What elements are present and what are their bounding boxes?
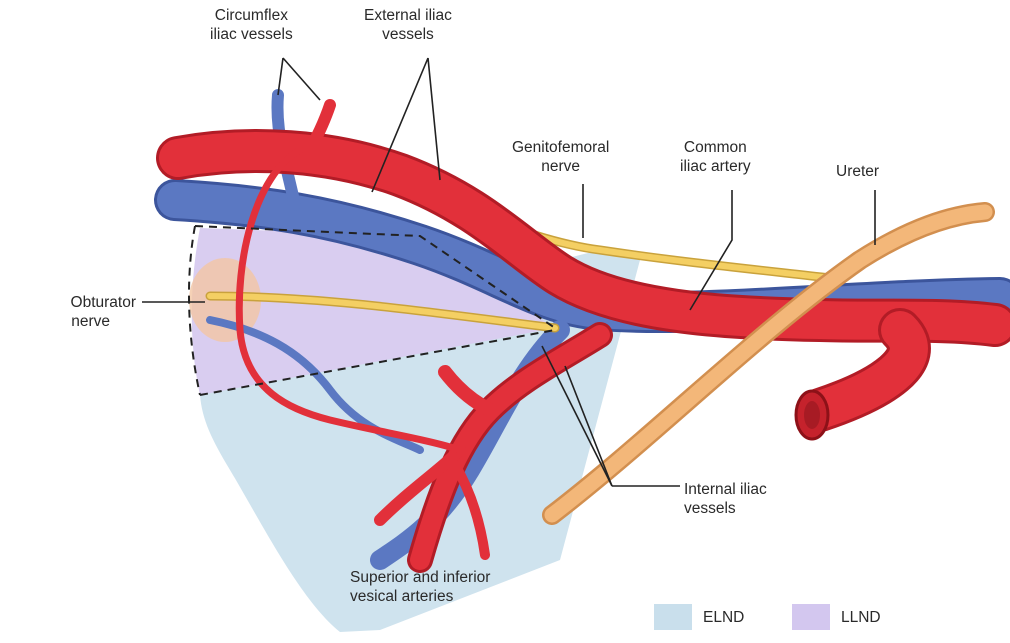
label-line: External iliac <box>364 6 452 25</box>
label-line: iliac vessels <box>210 25 293 44</box>
label-line: Common <box>680 138 751 157</box>
label-line: Obturator <box>14 293 136 312</box>
label-line: iliac artery <box>680 157 751 176</box>
label-line: Internal iliac <box>684 480 767 499</box>
legend-swatch-elnd <box>654 604 692 630</box>
label-line: Genitofemoral <box>512 138 609 157</box>
label-line: Circumflex <box>210 6 293 25</box>
label-ureter: Ureter <box>836 162 879 181</box>
label-line: Ureter <box>836 162 879 181</box>
label-external-iliac-vessels: External iliac vessels <box>364 6 452 44</box>
legend-label-elnd: ELND <box>703 609 744 627</box>
label-obturator-nerve: Obturator nerve <box>14 293 136 331</box>
label-internal-iliac-vessels: Internal iliac vessels <box>684 480 767 518</box>
label-common-iliac-artery: Common iliac artery <box>680 138 751 176</box>
label-line: vessels <box>684 499 767 518</box>
label-genitofemoral-nerve: Genitofemoral nerve <box>512 138 609 176</box>
label-line: Superior and inferior <box>350 568 490 587</box>
label-line: vessels <box>364 25 452 44</box>
label-vesical-arteries: Superior and inferior vesical arteries <box>350 568 490 606</box>
legend-swatch-llnd <box>792 604 830 630</box>
label-line: nerve <box>512 157 609 176</box>
label-circumflex-iliac-vessels: Circumflex iliac vessels <box>210 6 293 44</box>
label-line: vesical arteries <box>350 587 490 606</box>
label-line: nerve <box>14 312 136 331</box>
legend-label-llnd: LLND <box>841 609 881 627</box>
